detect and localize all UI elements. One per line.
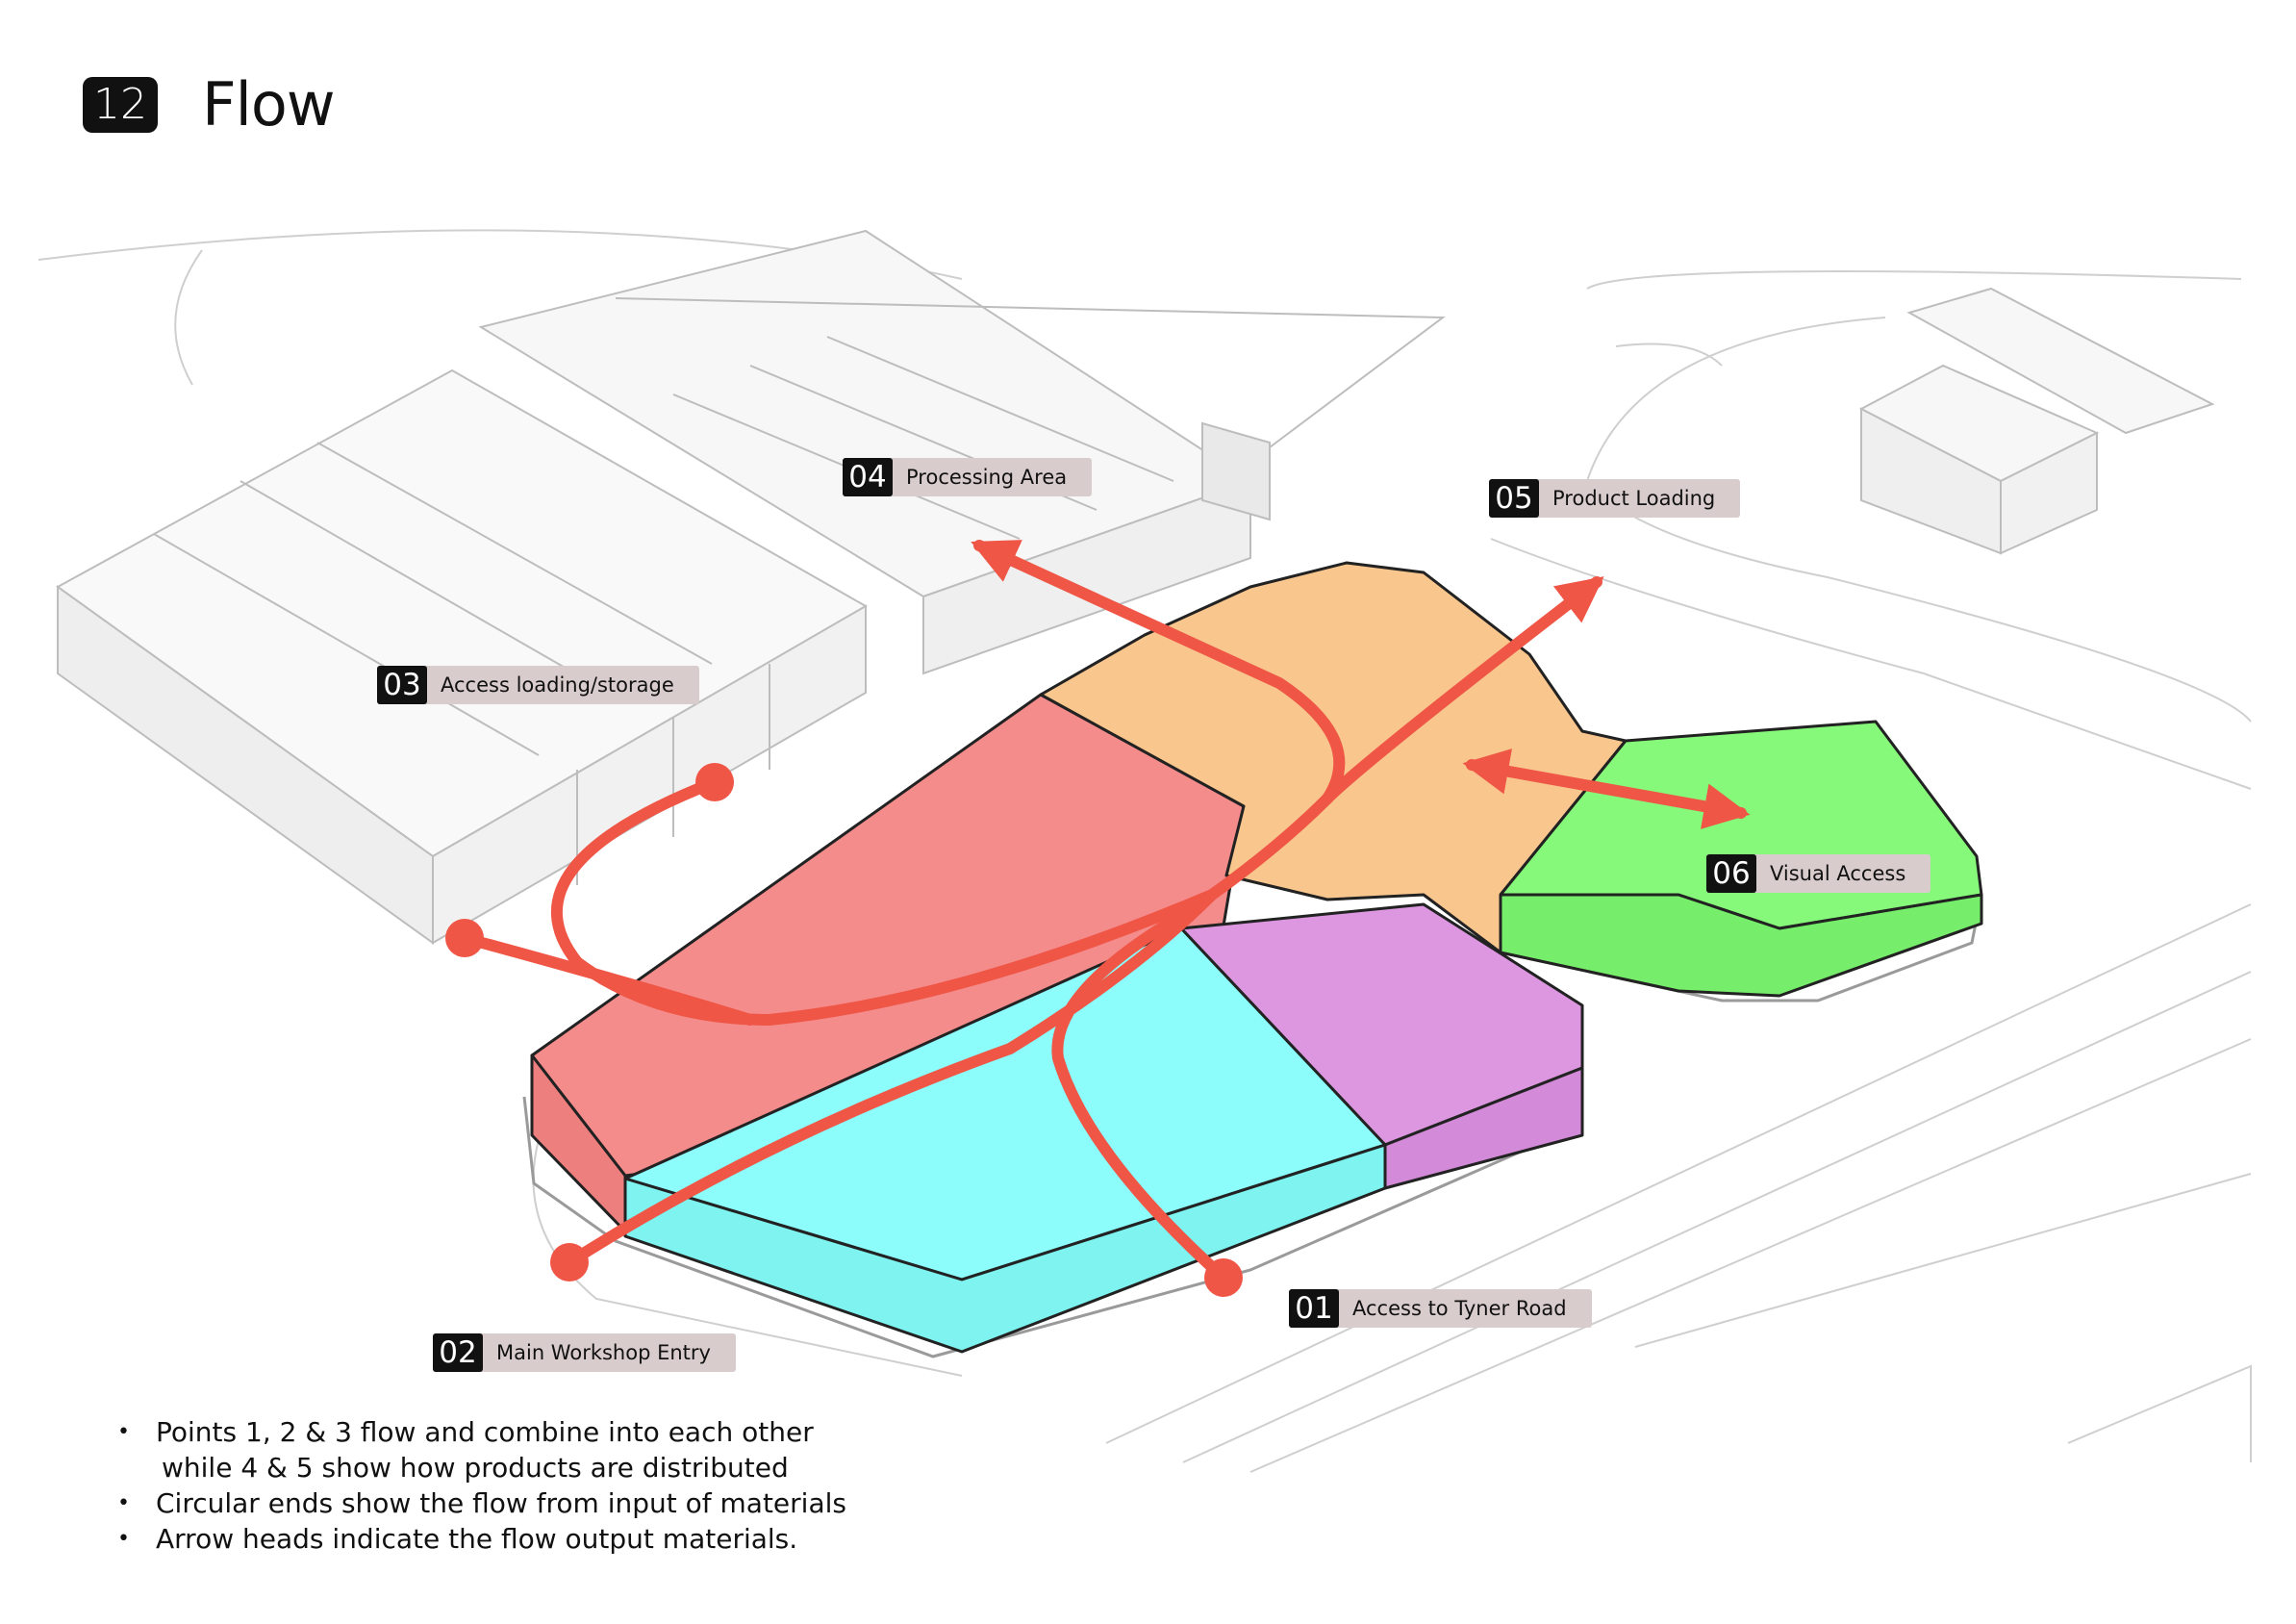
note-line: Arrow heads indicate the flow output mat… bbox=[156, 1523, 798, 1555]
label-number: 05 bbox=[1489, 479, 1539, 518]
zone-green-wall bbox=[1499, 893, 1983, 998]
label-text: Visual Access bbox=[1770, 862, 1906, 885]
context-linework bbox=[38, 229, 2252, 1473]
label-access-to-tyner-road: 01 Access to Tyner Road bbox=[1289, 1289, 1592, 1328]
zones bbox=[530, 561, 1983, 1354]
label-number: 01 bbox=[1289, 1289, 1339, 1328]
note-item: Points 1, 2 & 3 flow and combine into ea… bbox=[117, 1414, 846, 1485]
label-visual-access: 06 Visual Access bbox=[1706, 854, 1931, 893]
input-point-02 bbox=[550, 1243, 589, 1281]
label-product-loading: 05 Product Loading bbox=[1489, 479, 1741, 518]
flow-path-06 bbox=[1462, 749, 1751, 829]
neighbouring-buildings bbox=[1858, 287, 2215, 555]
warehouse-building bbox=[56, 368, 869, 945]
label-text: Processing Area bbox=[906, 466, 1068, 489]
flow-path-02 bbox=[564, 889, 1218, 1268]
flow-path-03 bbox=[550, 576, 1604, 1027]
flow-input-points bbox=[445, 763, 1243, 1297]
page-title: Flow bbox=[202, 69, 336, 140]
label-text: Product Loading bbox=[1552, 487, 1716, 510]
label-access-loading-storage: 03 Access loading/storage bbox=[377, 666, 699, 704]
input-point-01 bbox=[1204, 1258, 1243, 1297]
note-line: Points 1, 2 & 3 flow and combine into ea… bbox=[156, 1416, 814, 1448]
flow-path-04 bbox=[971, 540, 1346, 804]
note-item: Circular ends show the flow from input o… bbox=[117, 1485, 846, 1521]
label-main-workshop-entry: 02 Main Workshop Entry bbox=[433, 1333, 736, 1372]
label-processing-area: 04 Processing Area bbox=[843, 458, 1093, 496]
flow-notes: Points 1, 2 & 3 flow and combine into ea… bbox=[117, 1414, 846, 1557]
note-item: Arrow heads indicate the flow output mat… bbox=[117, 1521, 846, 1557]
flow-path-01 bbox=[1051, 903, 1229, 1283]
label-text: Access to Tyner Road bbox=[1352, 1297, 1567, 1320]
note-line: Circular ends show the flow from input o… bbox=[156, 1487, 846, 1519]
label-text: Main Workshop Entry bbox=[496, 1341, 711, 1364]
label-number: 06 bbox=[1706, 854, 1756, 893]
section-header: 12 Flow bbox=[83, 69, 336, 140]
label-text: Access loading/storage bbox=[441, 673, 674, 697]
label-number: 03 bbox=[377, 666, 427, 704]
section-number-badge: 12 bbox=[83, 76, 158, 133]
label-number: 04 bbox=[843, 458, 893, 496]
flow-lines bbox=[459, 540, 1751, 1283]
zone-cyan-wall bbox=[623, 1143, 1387, 1354]
processing-building bbox=[478, 229, 1446, 675]
input-point-03 bbox=[695, 763, 734, 801]
note-line: while 4 & 5 show how products are distri… bbox=[162, 1452, 789, 1484]
input-point-west bbox=[445, 919, 484, 957]
label-number: 02 bbox=[433, 1333, 483, 1372]
flow-path-input-west bbox=[459, 932, 756, 1026]
